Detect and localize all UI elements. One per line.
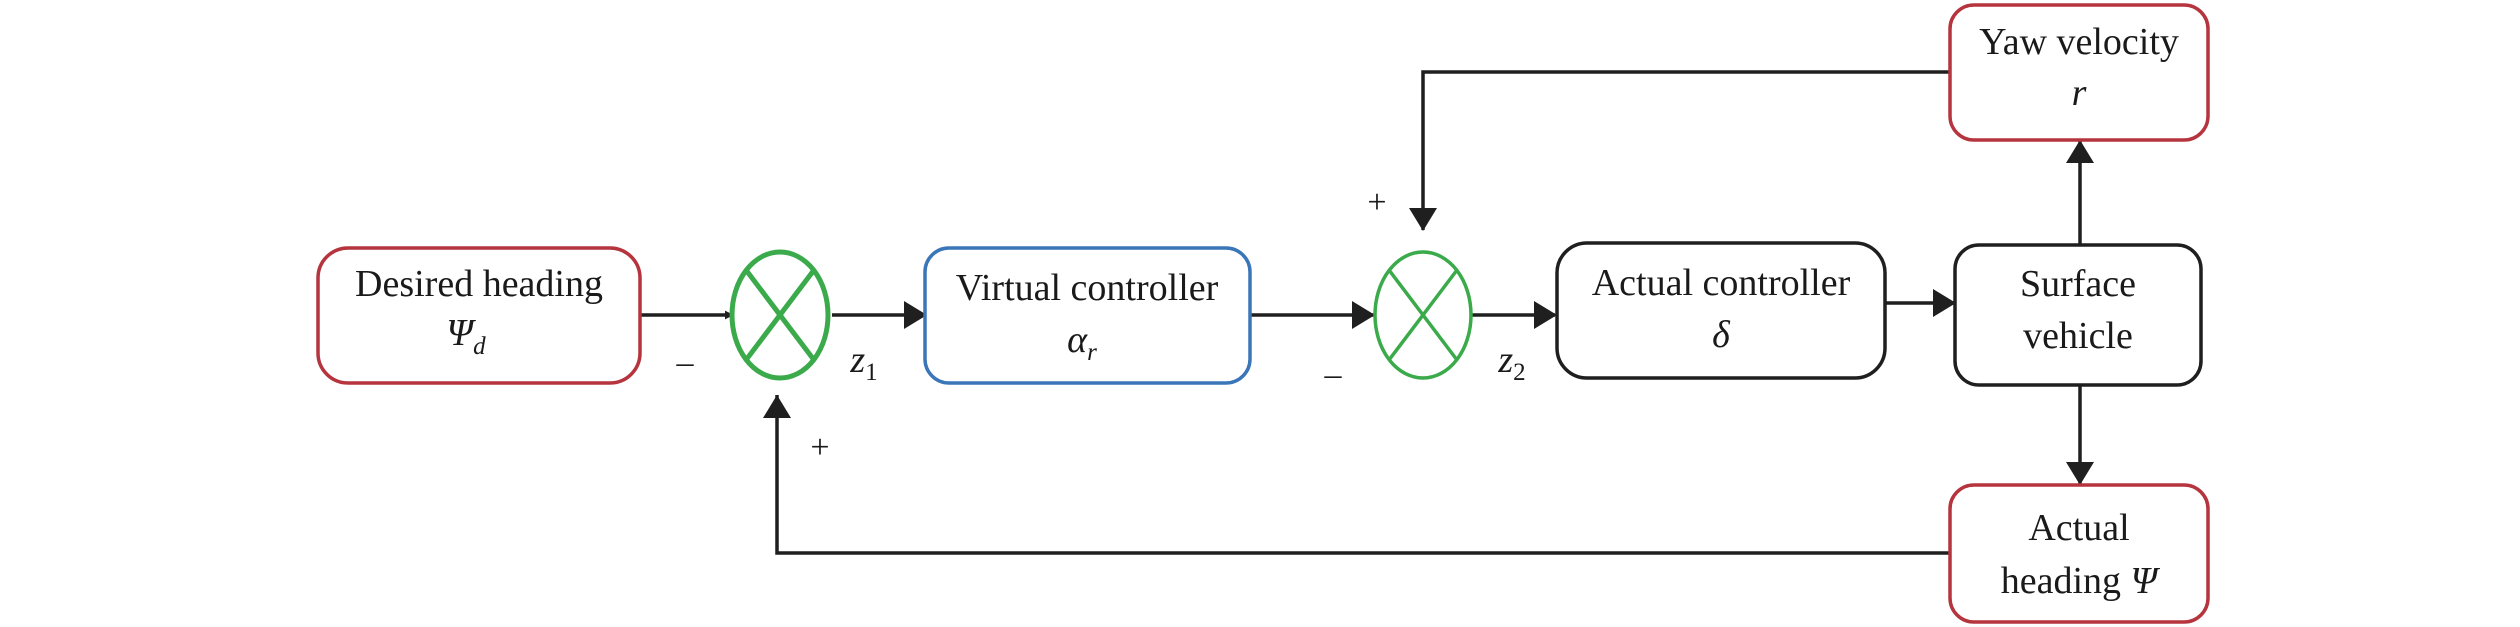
- arrowhead-into-yaw: [2066, 140, 2094, 163]
- surface-vehicle-line2: vehicle: [2023, 315, 2133, 357]
- surface-vehicle-line1: Surface: [2020, 263, 2136, 305]
- virtual-controller-symbol: αr: [1067, 319, 1097, 366]
- sum-junction-2: [1373, 250, 1473, 380]
- actual-heading-block: Actual heading Ψ: [1948, 483, 2210, 624]
- actual-controller-label: Actual controller: [1592, 262, 1851, 304]
- sum2-minus-sign: –: [1324, 356, 1343, 393]
- signal-z1: z1: [849, 339, 877, 386]
- arrowhead-into-heading: [2066, 462, 2094, 485]
- signal-z2: z2: [1497, 339, 1525, 386]
- sum2-plus-sign: +: [1367, 184, 1386, 221]
- arrowhead-into-virtual: [904, 301, 927, 329]
- wire-heading-feedback: [775, 395, 1950, 555]
- actual-controller-block: Actual controller δ: [1555, 241, 1887, 380]
- actual-heading-line2: heading Ψ: [2001, 560, 2161, 602]
- actual-controller-symbol: δ: [1712, 314, 1731, 356]
- yaw-velocity-block: Yaw velocity r: [1948, 3, 2210, 142]
- yaw-velocity-label: Yaw velocity: [1979, 21, 2179, 63]
- desired-heading-label: Desired heading: [355, 263, 603, 305]
- yaw-velocity-symbol: r: [2072, 72, 2087, 114]
- arrowhead-into-sum2: [1352, 301, 1375, 329]
- arrowhead-into-actual-controller: [1534, 301, 1557, 329]
- desired-heading-block: Desired heading Ψd: [316, 246, 642, 385]
- virtual-controller-block: Virtual controller αr: [923, 246, 1252, 385]
- arrowhead-into-sum1-bottom: [763, 395, 791, 418]
- virtual-controller-label: Virtual controller: [956, 267, 1219, 309]
- arrowhead-into-sum2-top: [1409, 208, 1437, 231]
- sum-junction-1: [729, 249, 831, 381]
- surface-vehicle-block: Surface vehicle: [1953, 243, 2203, 387]
- sum1-plus-sign: +: [810, 429, 829, 466]
- desired-heading-symbol: Ψd: [446, 312, 486, 360]
- wire-yaw-feedback: [1421, 70, 1950, 230]
- actual-heading-line1: Actual: [2028, 507, 2129, 549]
- arrowhead-into-vehicle: [1933, 289, 1956, 317]
- sum1-minus-sign: –: [676, 344, 695, 381]
